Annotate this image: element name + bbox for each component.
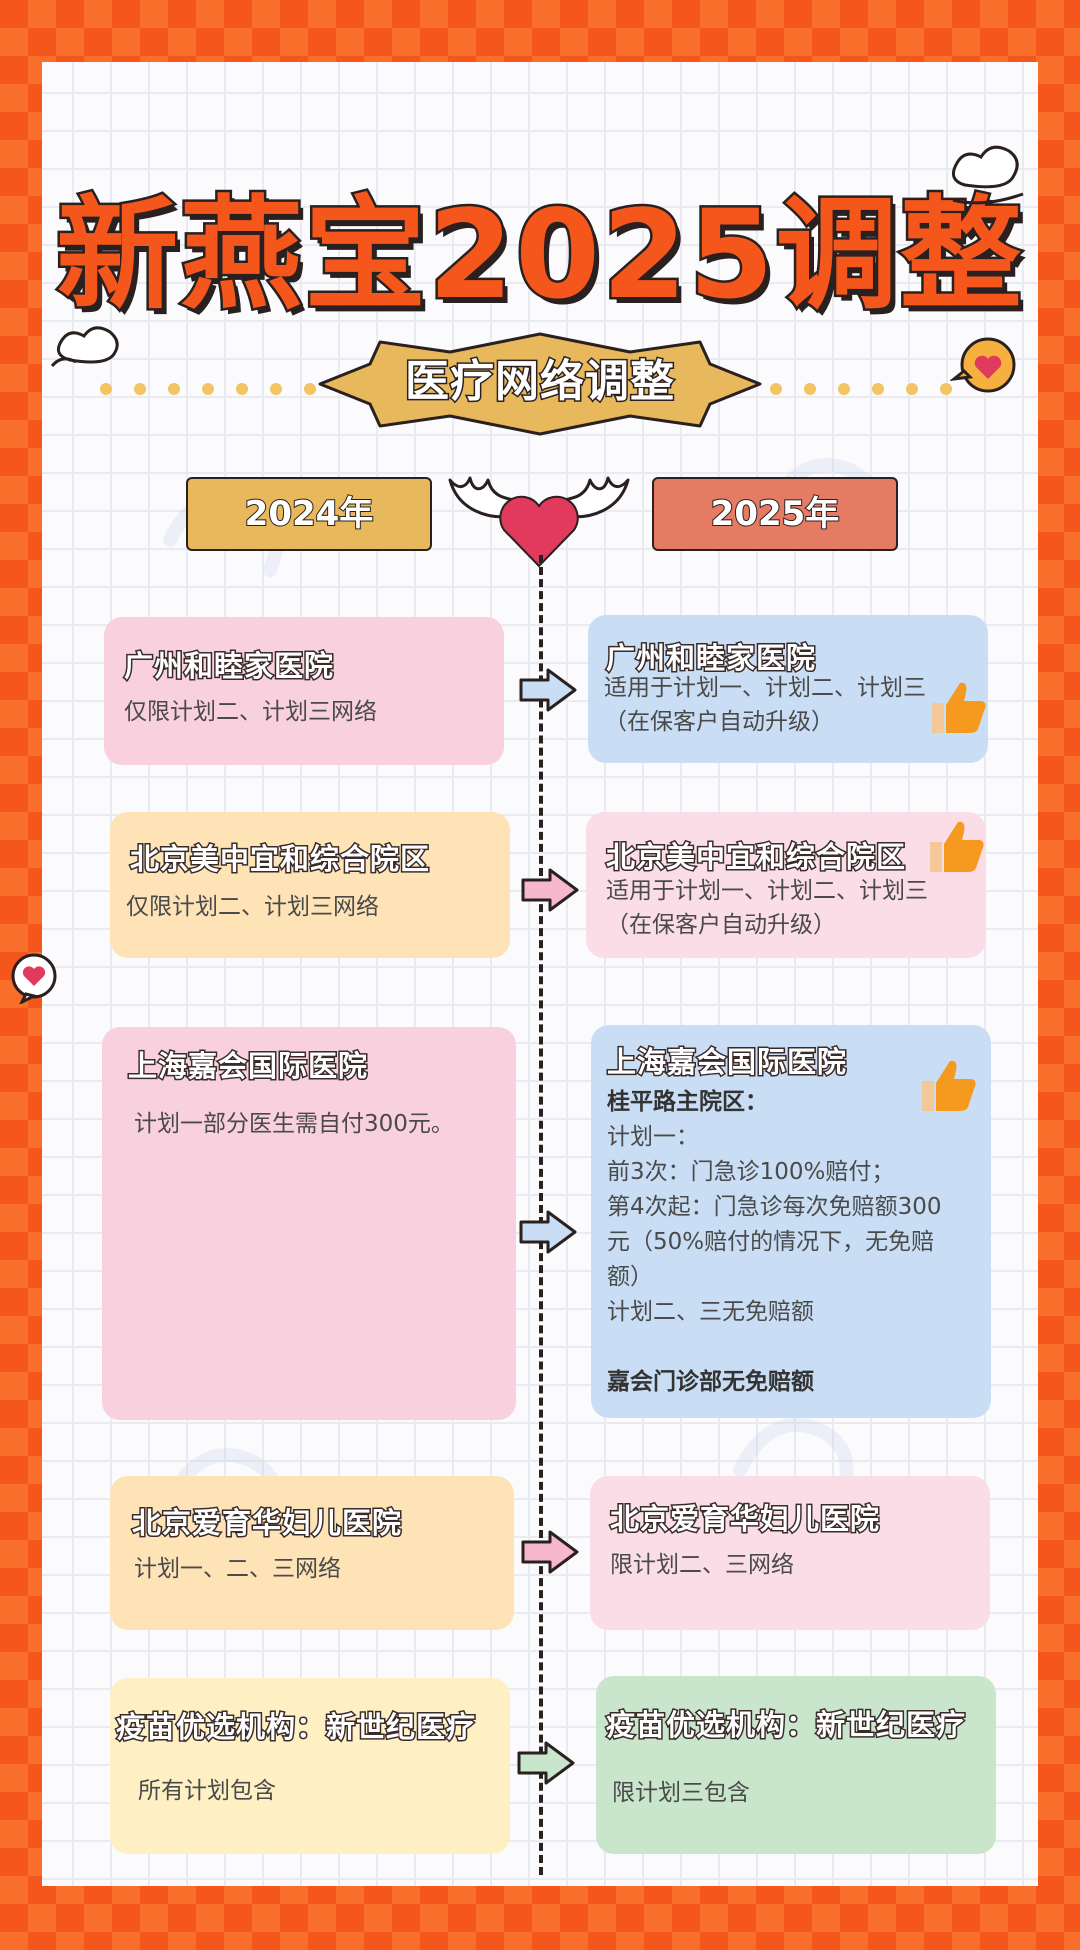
decor-dot bbox=[304, 383, 316, 395]
card-text: 仅限计划二、计划三网络 bbox=[126, 894, 379, 920]
card-text: 适用于计划一、计划二、计划三 bbox=[606, 878, 928, 904]
card-text: 限计划三包含 bbox=[612, 1780, 750, 1806]
card-text: 第4次起：门急诊每次免赔额300 bbox=[607, 1194, 942, 1220]
decor-dot bbox=[100, 383, 112, 395]
year-2024-label: 2024年 bbox=[186, 477, 432, 551]
card-title: 疫苗优选机构：新世纪医疗 bbox=[114, 1709, 477, 1746]
card-2024-guangzhou: 广州和睦家医院 仅限计划二、计划三网络 bbox=[104, 617, 504, 765]
speech-heart-icon bbox=[11, 953, 57, 1004]
arrow-right-icon bbox=[517, 1741, 575, 1785]
decor-dot bbox=[134, 383, 146, 395]
card-title: 北京美中宜和综合院区 bbox=[604, 839, 907, 876]
heart-wings-icon bbox=[448, 476, 630, 568]
arrow-right-icon bbox=[521, 868, 579, 912]
card-title: 北京美中宜和综合院区 bbox=[128, 841, 431, 878]
decor-dot bbox=[270, 383, 282, 395]
decor-dot bbox=[838, 383, 850, 395]
decor-dot bbox=[906, 383, 918, 395]
card-title: 北京爱育华妇儿医院 bbox=[130, 1505, 403, 1542]
card-title: 北京爱育华妇儿医院 bbox=[608, 1501, 881, 1538]
cloud-doodle-icon bbox=[951, 145, 1024, 205]
card-title: 广州和睦家医院 bbox=[604, 640, 817, 677]
card-2025-vaccine: 疫苗优选机构：新世纪医疗 限计划三包含 bbox=[596, 1676, 996, 1854]
card-text: 计划一： bbox=[607, 1124, 699, 1150]
subtitle: 医疗网络调整 bbox=[404, 355, 676, 409]
card-text: 桂平路主院区： bbox=[607, 1089, 768, 1115]
speech-heart-icon bbox=[950, 337, 1016, 393]
thumbs-up-icon bbox=[930, 821, 984, 872]
arrow-right-icon bbox=[521, 1530, 579, 1574]
card-text: 嘉会门诊部无免赔额 bbox=[607, 1369, 814, 1395]
card-text: 前3次：门急诊100%赔付； bbox=[607, 1159, 895, 1185]
card-text: 限计划二、三网络 bbox=[610, 1552, 794, 1578]
page-title: 新燕宝2025调整 bbox=[54, 183, 1025, 328]
card-text: 计划一、二、三网络 bbox=[134, 1556, 341, 1582]
card-text: 额） bbox=[607, 1264, 653, 1290]
card-title: 疫苗优选机构：新世纪医疗 bbox=[604, 1707, 967, 1744]
decor-dot bbox=[804, 383, 816, 395]
card-2025-beijing-aiyuhua: 北京爱育华妇儿医院 限计划二、三网络 bbox=[590, 1476, 990, 1630]
decor-dot bbox=[770, 383, 782, 395]
card-2024-beijing-aiyuhua: 北京爱育华妇儿医院 计划一、二、三网络 bbox=[110, 1476, 514, 1630]
year-2025-label: 2025年 bbox=[652, 477, 898, 551]
decor-dot bbox=[236, 383, 248, 395]
card-text: 计划二、三无免赔额 bbox=[607, 1299, 814, 1325]
thumbs-up-icon bbox=[922, 1060, 976, 1111]
card-2024-beijing-meizhong: 北京美中宜和综合院区 仅限计划二、计划三网络 bbox=[110, 812, 510, 958]
cloud-doodle-icon bbox=[50, 326, 119, 368]
card-title: 上海嘉会国际医院 bbox=[126, 1048, 369, 1085]
card-text: 仅限计划二、计划三网络 bbox=[124, 699, 377, 725]
card-2025-beijing-meizhong: 北京美中宜和综合院区 适用于计划一、计划二、计划三 （在保客户自动升级） bbox=[586, 812, 986, 958]
timeline-line bbox=[539, 555, 543, 1875]
card-text: （在保客户自动升级） bbox=[606, 912, 836, 938]
decor-dot bbox=[872, 383, 884, 395]
card-text: 计划一部分医生需自付300元。 bbox=[134, 1111, 454, 1137]
decor-dot bbox=[940, 383, 952, 395]
arrow-right-icon bbox=[519, 1210, 577, 1254]
card-title: 上海嘉会国际医院 bbox=[605, 1044, 848, 1081]
card-text: 元（50%赔付的情况下，无免赔 bbox=[607, 1229, 935, 1255]
card-2024-shanghai-jiahui: 上海嘉会国际医院 计划一部分医生需自付300元。 bbox=[102, 1027, 516, 1420]
subtitle-badge bbox=[318, 332, 762, 436]
card-text: 所有计划包含 bbox=[138, 1778, 276, 1804]
card-text: （在保客户自动升级） bbox=[604, 709, 834, 735]
decor-dot bbox=[202, 383, 214, 395]
arrow-right-icon bbox=[519, 668, 577, 712]
card-2025-guangzhou: 广州和睦家医院 适用于计划一、计划二、计划三 （在保客户自动升级） bbox=[588, 615, 988, 763]
decor-dot bbox=[168, 383, 180, 395]
card-text: 适用于计划一、计划二、计划三 bbox=[604, 675, 926, 701]
card-title: 广州和睦家医院 bbox=[122, 648, 335, 685]
card-2024-vaccine: 疫苗优选机构：新世纪医疗 所有计划包含 bbox=[110, 1678, 510, 1854]
thumbs-up-icon bbox=[932, 682, 986, 733]
